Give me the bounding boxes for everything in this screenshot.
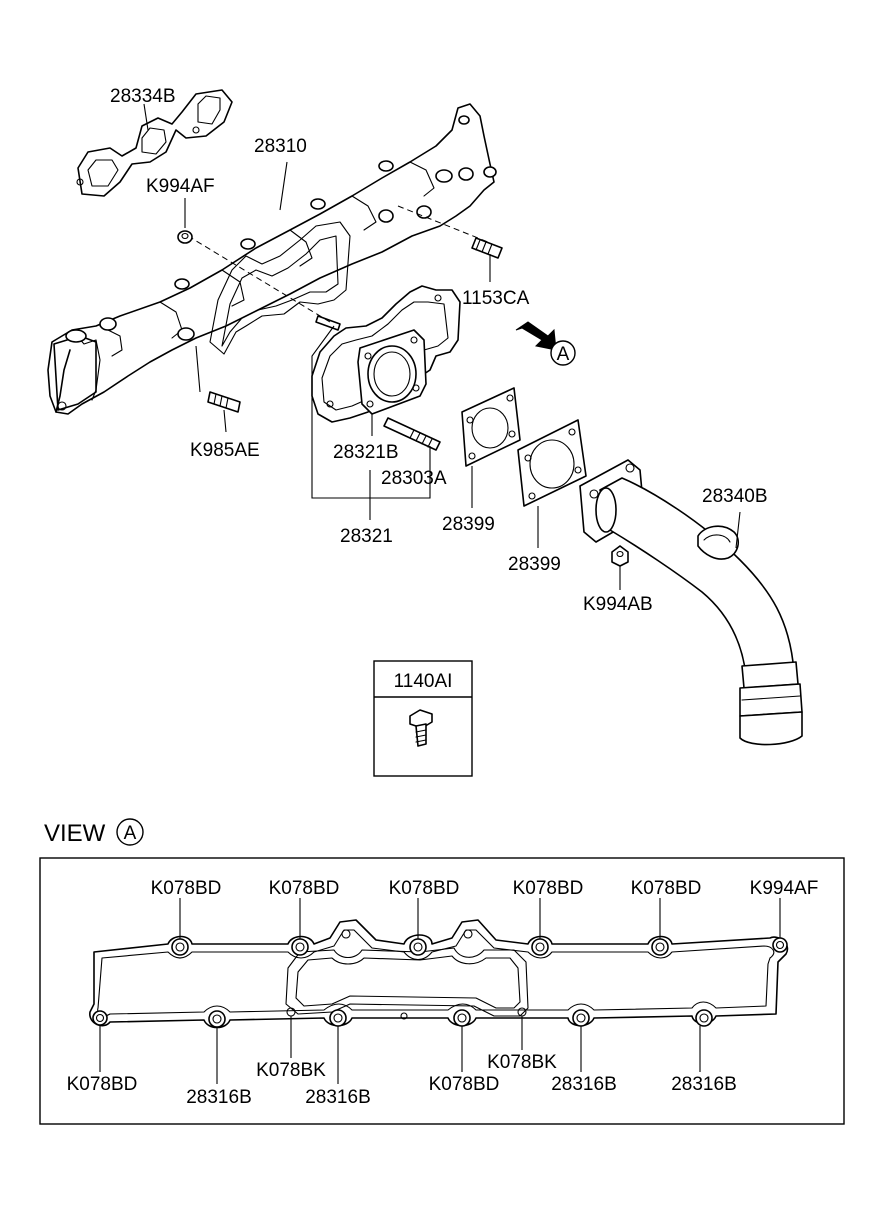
view-bottom-label-8: 28316B <box>671 1074 737 1095</box>
view-bottom-label-5: K078BD <box>429 1074 500 1095</box>
view-a-frame <box>39 857 845 1125</box>
stud-28303A <box>383 417 441 451</box>
label-28310: 28310 <box>254 136 307 157</box>
assembly-center-lines <box>187 205 489 323</box>
label-28321: 28321 <box>340 526 393 547</box>
view-a-bottom-bolt-holes <box>92 1007 713 1028</box>
gasket-28399-a <box>461 387 521 508</box>
bolt-box-1140AI <box>373 660 473 777</box>
exhaust-manifold-28310 <box>47 103 497 415</box>
manifold-bolt-bosses <box>99 115 497 341</box>
flange-bolt-icon <box>409 709 433 747</box>
view-top-label-4: K078BD <box>513 878 584 899</box>
view-title: VIEW <box>44 820 106 847</box>
view-a-top-leaders <box>179 898 781 939</box>
view-bottom-label-1: K078BD <box>67 1074 138 1095</box>
view-a-marker-circle <box>550 340 576 366</box>
stud-flange-upper <box>315 315 341 331</box>
label-1153CA: 1153CA <box>462 288 530 309</box>
view-a-top-bolt-holes <box>171 929 788 956</box>
label-28321B: 28321B <box>333 442 399 463</box>
view-a-direction-arrow: A <box>515 321 576 366</box>
label-28399-b: 28399 <box>508 554 561 575</box>
view-top-label-1: K078BD <box>151 878 222 899</box>
view-bottom-label-6: K078BK <box>487 1052 557 1073</box>
view-top-label-5: K078BD <box>631 878 702 899</box>
label-K994AB: K994AB <box>583 594 653 615</box>
label-28303A: 28303A <box>381 468 447 489</box>
view-title-circle <box>116 818 144 846</box>
manifold-gasket-28334B <box>76 89 233 197</box>
view-bottom-label-4: 28316B <box>305 1087 371 1108</box>
view-bottom-label-7: 28316B <box>551 1074 617 1095</box>
view-bottom-label-3: K078BK <box>256 1060 326 1081</box>
view-a-section: VIEW A <box>39 818 845 1125</box>
label-1140AI: 1140AI <box>394 671 453 692</box>
view-a-marker-letter: A <box>557 344 570 365</box>
label-K985AE: K985AE <box>190 440 260 461</box>
nut-K994AF <box>177 198 193 244</box>
view-top-label-2: K078BD <box>269 878 340 899</box>
gasket-28399-b <box>517 419 587 548</box>
view-title-letter: A <box>124 823 137 844</box>
label-K994AF-top: K994AF <box>146 176 215 197</box>
view-top-label-6: K994AF <box>750 878 819 899</box>
label-28399-a: 28399 <box>442 514 495 535</box>
exhaust-pipe-28340B <box>579 459 803 746</box>
label-28340B: 28340B <box>702 486 768 507</box>
stud-K985AE <box>195 345 241 433</box>
view-a-gasket <box>89 919 789 1029</box>
view-bottom-label-2: 28316B <box>186 1087 252 1108</box>
flange-assembly-28321 <box>311 285 461 520</box>
label-28334B: 28334B <box>110 86 176 107</box>
stud-1153CA <box>471 237 503 282</box>
view-a-bottom-leaders <box>99 1016 701 1084</box>
view-top-label-3: K078BD <box>389 878 460 899</box>
nut-K994AB <box>611 545 629 590</box>
